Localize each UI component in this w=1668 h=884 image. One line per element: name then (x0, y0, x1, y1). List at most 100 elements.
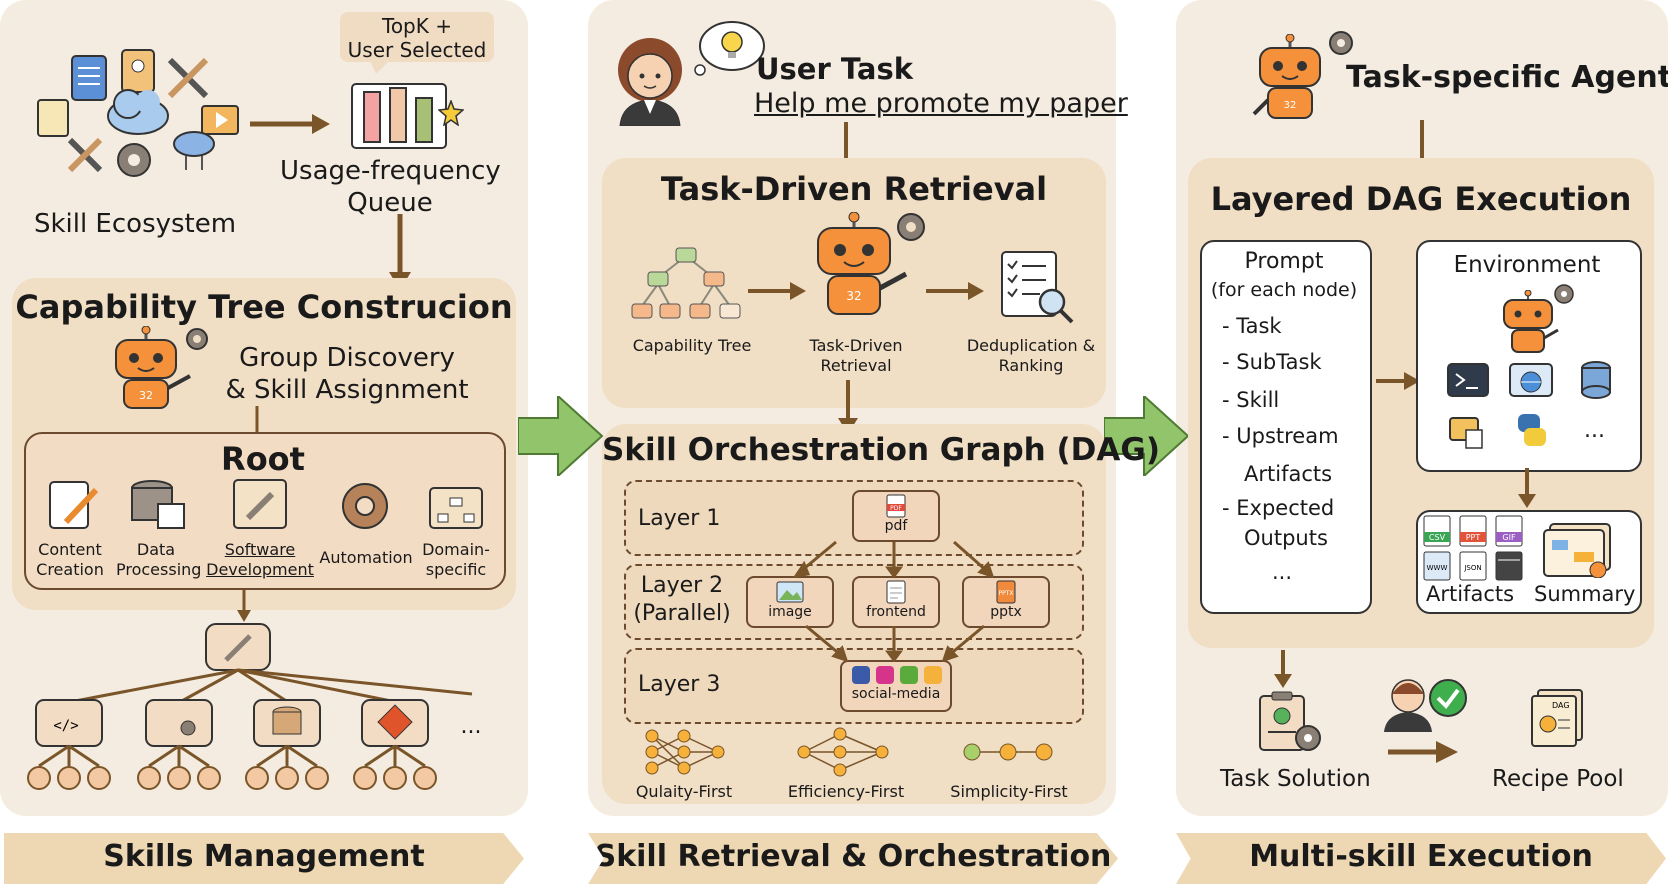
simplicity-first-graph-icon (963, 743, 1053, 761)
capability-tree-title: Capability Tree Construcion (15, 288, 513, 326)
domain-specific-icon (429, 487, 483, 529)
footer-retrieval: Skill Retrieval & Orchestration (588, 833, 1118, 884)
summary-label: Summary (1534, 582, 1636, 606)
svg-text:32: 32 (1284, 100, 1297, 111)
capability-subtree: </> (27, 590, 473, 790)
category-automation: Automation (319, 548, 413, 567)
lightbulb-icon (694, 21, 765, 76)
ecosystem-label: Skill Ecosystem (33, 209, 237, 239)
notebook-icon (121, 49, 155, 93)
dag-title: Skill Orchestration Graph (DAG) (602, 432, 1161, 468)
bubble-tail (370, 60, 390, 74)
strategy-simplicity: Simplicity-First (950, 782, 1068, 801)
svg-text:GIF: GIF (1502, 533, 1516, 542)
pdf-file-icon: PDF (886, 494, 906, 518)
arrow-right-icon (748, 282, 806, 300)
cloud-icon (107, 89, 169, 135)
agent-title: Task-specific Agent (1346, 60, 1668, 95)
efficiency-first-graph-icon (797, 727, 889, 777)
gear-icon (1554, 284, 1574, 304)
svg-text:PPT: PPT (1466, 533, 1481, 542)
svg-text:PDF: PDF (890, 505, 902, 512)
summary-icon (1543, 523, 1611, 578)
dedup-label: Deduplication &Ranking (966, 336, 1096, 375)
task-solution-icon (1259, 691, 1321, 751)
flow-arrow-icon (518, 396, 604, 476)
robot-icon: 32 (115, 326, 191, 409)
checklist-icon (1001, 251, 1074, 324)
image-file-icon (776, 581, 804, 603)
artifact-files-icons: CSV PPT GIF WWW JSON (1423, 515, 1523, 581)
topk-label: TopK + User Selected (347, 14, 487, 62)
tree-more: ... (460, 714, 482, 739)
root-title: Root (221, 440, 305, 478)
capability-tree-icon (631, 247, 741, 319)
cloud-network-icon (173, 131, 215, 170)
approval-person-icon (1384, 679, 1467, 732)
document-icon (71, 55, 107, 101)
queue-bars-icon (351, 83, 447, 149)
gear-icon (117, 143, 151, 177)
robot-icon: 32 (817, 212, 908, 315)
environment-more: ... (1584, 418, 1605, 443)
strategy-efficiency: Efficiency-First (787, 782, 905, 801)
arrow-right-icon (1376, 372, 1420, 390)
folder-files-icon (1449, 417, 1483, 449)
prompt-item-artifacts: Artifacts (1244, 462, 1333, 486)
arrow-right-icon (926, 282, 984, 300)
wrench-icon (67, 137, 103, 173)
star-icon (438, 100, 464, 126)
retrieval-title: Task-Driven Retrieval (660, 170, 1048, 208)
content-creation-icon (49, 481, 99, 529)
social-media-icons (852, 666, 942, 684)
tools-icon (167, 57, 209, 99)
user-task-text: Help me promote my paper (754, 88, 1128, 119)
code-icon: </> (35, 699, 103, 747)
artifacts-label: Artifacts (1426, 582, 1515, 606)
prompt-title: Prompt (for each node) (1210, 249, 1358, 301)
robot-icon (1503, 290, 1559, 353)
category-domain-specific: Domain-specific (422, 540, 490, 579)
note-icon (37, 99, 69, 137)
environment-title: Environment (1453, 252, 1601, 278)
gear-icon (897, 213, 925, 241)
layer-2-label: Layer 2(Parallel) (633, 573, 731, 626)
frontend-file-icon (886, 580, 906, 604)
svg-text:WWW: WWW (1427, 564, 1448, 572)
footer-execution: Multi-skill Execution (1176, 833, 1666, 884)
prompt-box (1200, 240, 1372, 614)
prompt-item-expected: - Expected (1222, 496, 1335, 520)
folder-play-icon (201, 105, 239, 135)
layer-1-label: Layer 1 (638, 506, 721, 531)
task-solution-label: Task Solution (1220, 766, 1371, 792)
prompt-item-subtask: - SubTask (1222, 350, 1322, 374)
code-gear-icon (145, 699, 213, 747)
data-processing-icon (131, 480, 185, 529)
svg-text:DAG: DAG (1552, 701, 1570, 710)
user-task-title: User Task (756, 52, 914, 86)
automation-icon (342, 483, 388, 529)
execution-title: Layered DAG Execution (1210, 180, 1632, 218)
gear-icon (1329, 31, 1353, 55)
user-avatar-icon (618, 38, 682, 126)
arrow-down-icon (1274, 650, 1292, 688)
svg-text:32: 32 (139, 389, 153, 402)
footer-skills-management: Skills Management (4, 833, 524, 884)
git-icon (361, 699, 429, 747)
recipe-pool-label: Recipe Pool (1492, 766, 1624, 792)
flow-arrow-icon (1104, 396, 1190, 476)
svg-text:PPTX: PPTX (998, 590, 1013, 597)
software-development-icon (233, 479, 287, 529)
dag-edges (792, 540, 995, 662)
prompt-item-skill: - Skill (1222, 388, 1280, 412)
prompt-item-outputs: Outputs (1244, 526, 1328, 550)
python-icon (1518, 414, 1546, 446)
database-icon (253, 699, 321, 747)
web-browser-icon (1509, 363, 1553, 397)
svg-text:32: 32 (846, 289, 861, 303)
arrow-down-icon (1518, 468, 1536, 508)
topk-bubble (340, 12, 494, 62)
